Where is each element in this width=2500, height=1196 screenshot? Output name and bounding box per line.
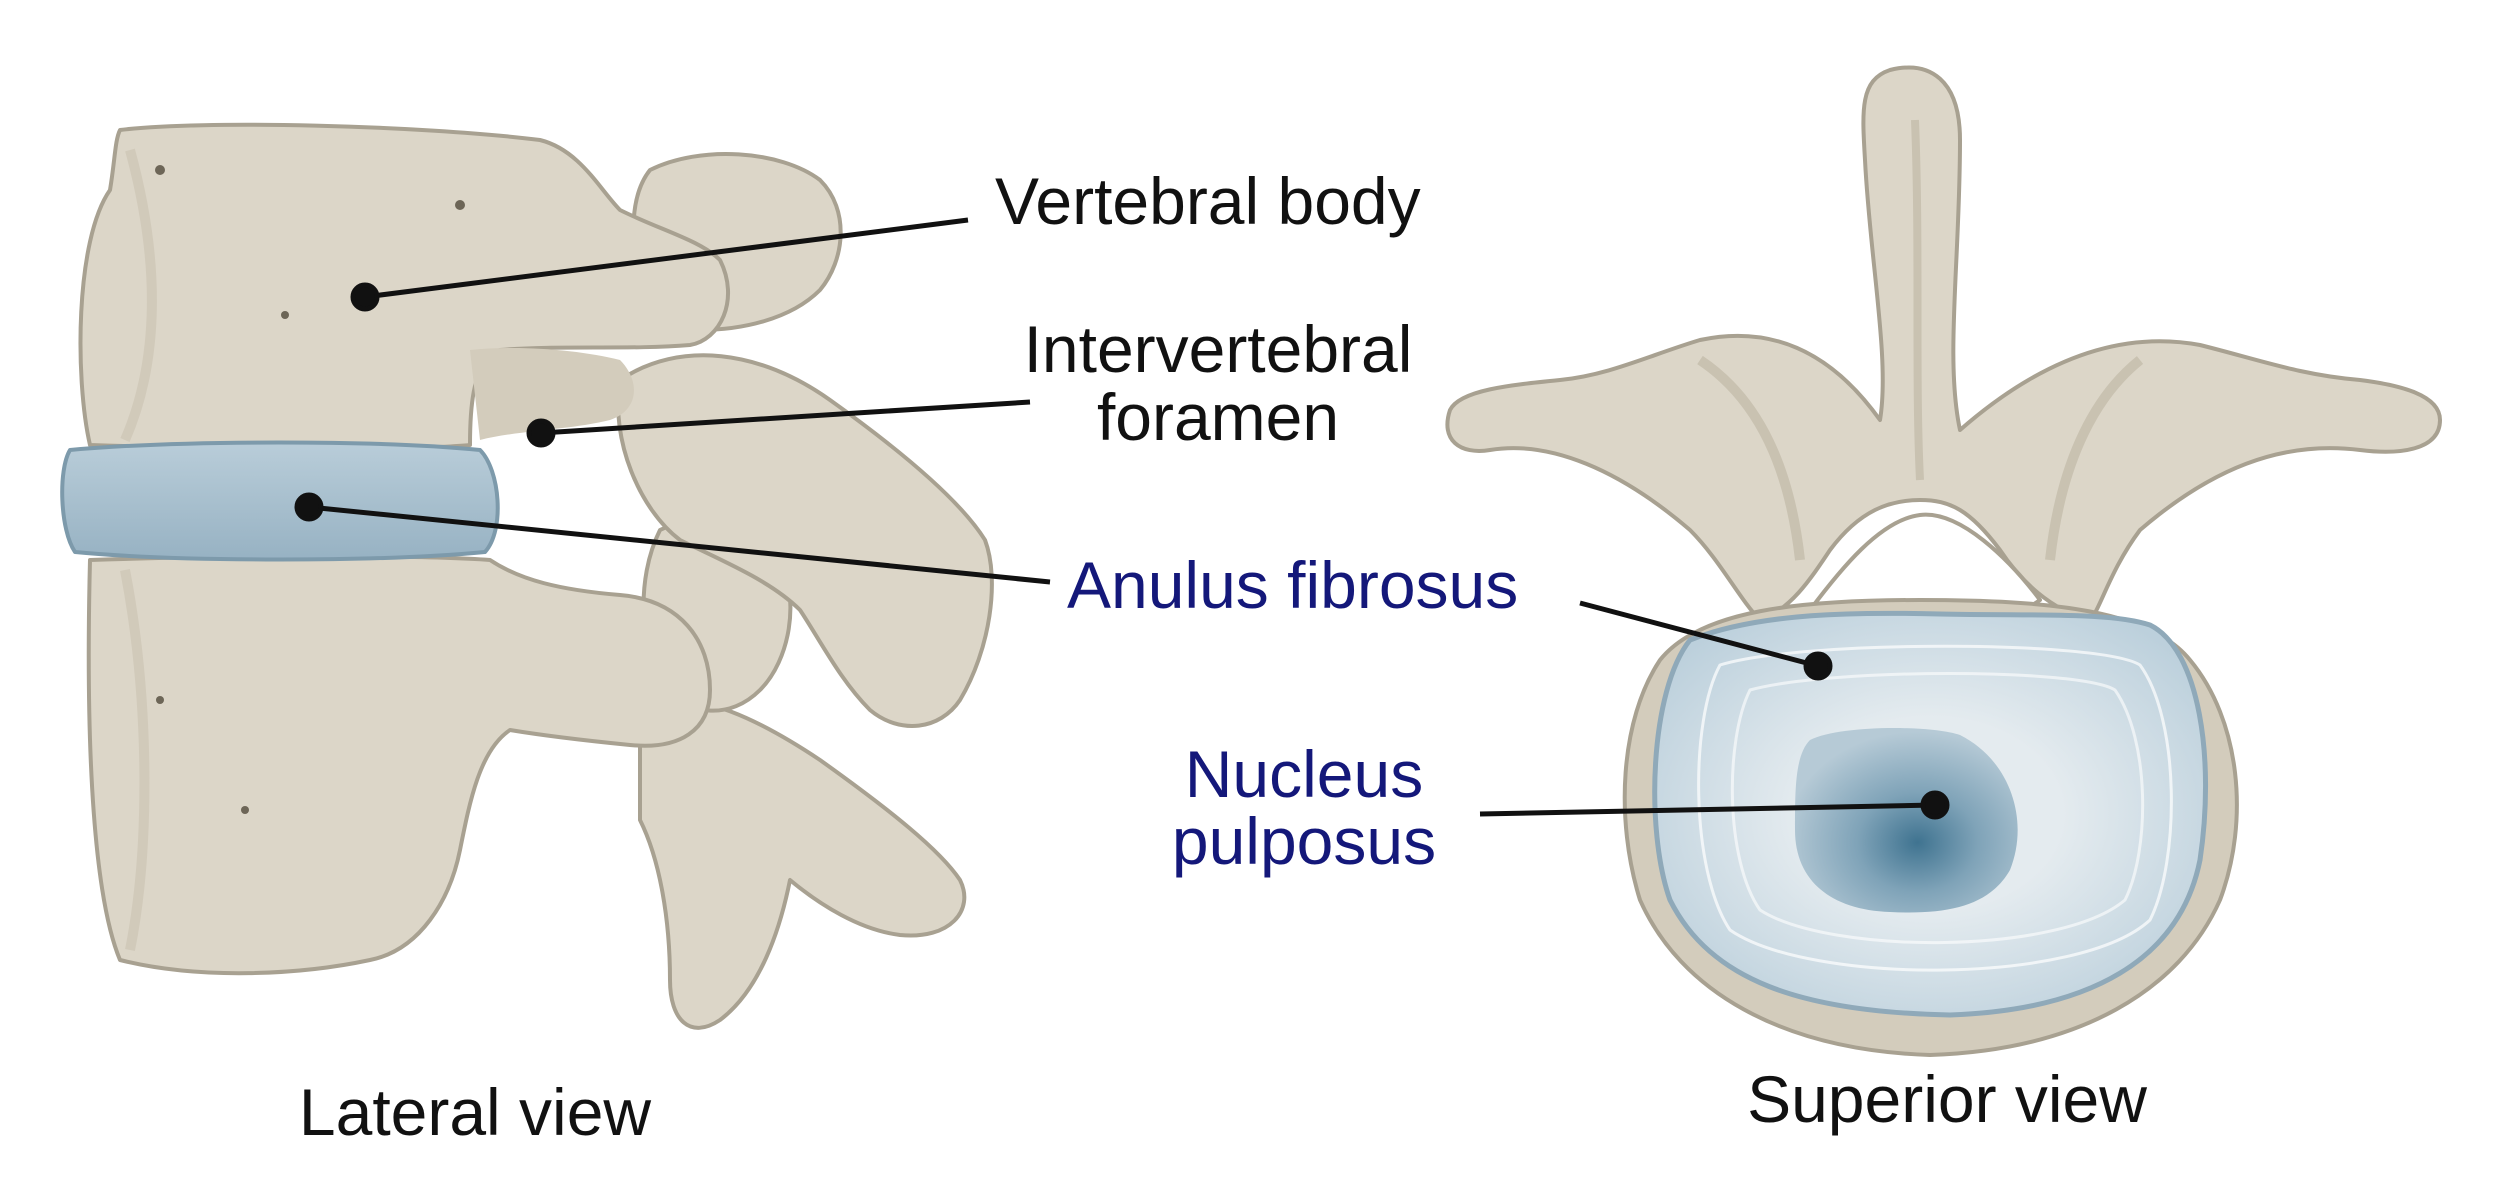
pointer-nucleus-pulposus	[1920, 790, 1950, 820]
pointer-anulus-superior	[1803, 651, 1833, 681]
leader-nucleus-pulposus	[1479, 802, 1936, 817]
label-superior-view: Superior view	[1747, 1062, 2147, 1136]
label-nucleus-line2: pulposus	[1172, 804, 1436, 878]
label-vertebral-body: Vertebral body	[995, 164, 1421, 238]
leader-intervertebral-foramen	[540, 399, 1031, 436]
lateral-disc	[60, 440, 500, 562]
leader-anulus-lateral	[308, 504, 1051, 585]
pointer-vertebral-body	[350, 282, 380, 312]
leader-anulus-superior	[1579, 600, 1819, 669]
labels: Vertebral body Intervertebral foramen An…	[299, 164, 2147, 1149]
nucleus-pulposus	[1795, 728, 2018, 913]
label-nucleus-line1: Nucleus	[1185, 737, 1423, 811]
upper-pedicle	[470, 348, 634, 440]
label-anulus-fibrosus: Anulus fibrosus	[1067, 548, 1518, 622]
lower-vertebral-body	[86, 554, 712, 976]
leader-vertebral-body	[364, 217, 969, 300]
superior-view-illustration	[1445, 65, 2442, 1057]
lower-spinous-process	[638, 696, 967, 1030]
lateral-view-illustration	[60, 122, 994, 1030]
label-intervertebral-line2: foramen	[1097, 380, 1339, 454]
pointer-anulus-lateral	[294, 492, 324, 522]
pointer-intervertebral-foramen	[526, 418, 556, 448]
label-lateral-view: Lateral view	[299, 1075, 652, 1149]
leader-lines	[294, 217, 1950, 820]
vertebral-arch	[1445, 65, 2442, 622]
label-intervertebral-line1: Intervertebral	[1024, 312, 1413, 386]
upper-vertebral-body	[78, 122, 731, 451]
